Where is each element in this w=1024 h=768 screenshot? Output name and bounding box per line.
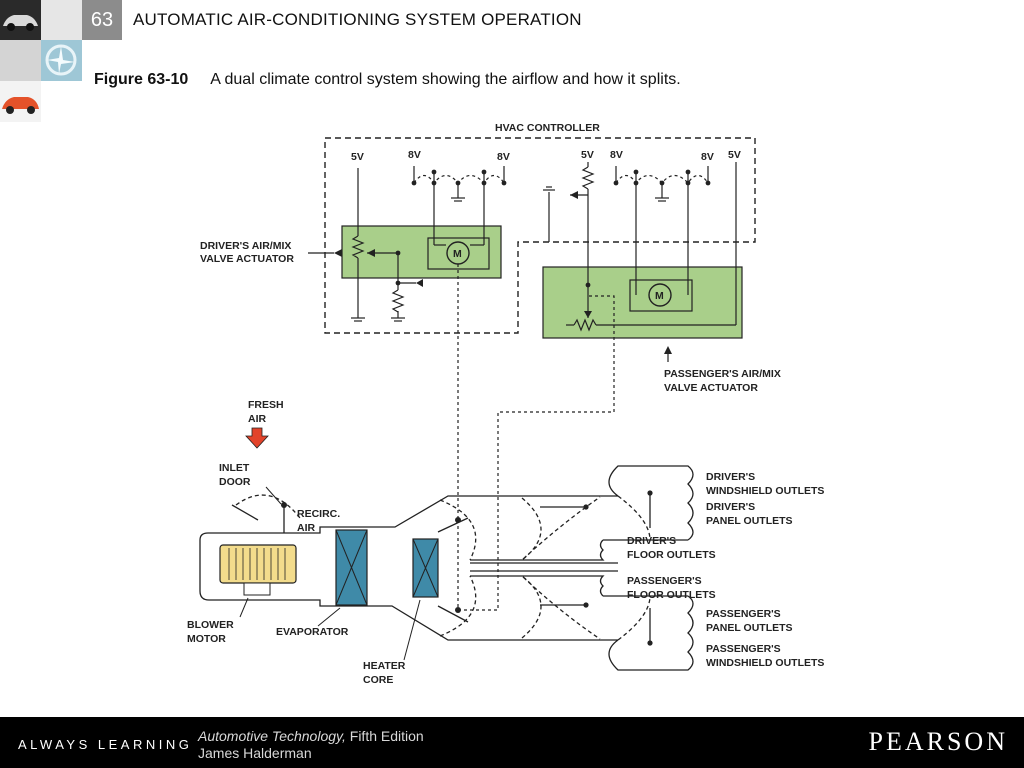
passenger-actuator-box [542, 266, 743, 339]
thumbnail-blank [0, 40, 41, 81]
figure-caption-text: A dual climate control system showing th… [210, 71, 681, 88]
page-title: AUTOMATIC AIR-CONDITIONING SYSTEM OPERAT… [133, 10, 582, 29]
thumbnail-blank [41, 0, 82, 40]
heater-core-label: CORE [363, 674, 393, 686]
outlet-label: PASSENGER'S [706, 643, 781, 655]
inlet-door-label: INLET [219, 462, 250, 474]
publisher-logo: PEARSON [868, 727, 1008, 756]
figure-label: Figure 63-10 [94, 71, 189, 88]
driver-actuator-label: VALVE ACTUATOR [200, 253, 294, 265]
outlet-label: DRIVER'S [706, 471, 755, 483]
outlet-label: WINDSHIELD OUTLETS [706, 657, 824, 669]
thumbnail-blank [41, 81, 82, 122]
book-title: Automotive Technology, [198, 728, 346, 744]
footer-bar: ALWAYS LEARNING Automotive Technology, F… [0, 717, 1024, 768]
voltage-label: 8V [701, 151, 714, 163]
outlet-label: DRIVER'S [706, 501, 755, 513]
duct-outline [199, 465, 694, 671]
passenger-actuator-label: VALVE ACTUATOR [664, 382, 758, 394]
fresh-air-arrow-icon [245, 427, 269, 449]
blower-motor-label: BLOWER [187, 619, 234, 631]
voltage-label: 8V [610, 149, 623, 161]
header-thumbnails [0, 0, 82, 122]
voltage-label: 5V [581, 149, 594, 161]
passenger-motor-icon [648, 283, 672, 307]
driver-actuator-label: DRIVER'S AIR/MIX [200, 240, 291, 252]
fan-thumbnail-icon [41, 40, 82, 81]
recirc-air-label: AIR [297, 522, 316, 534]
voltage-label: 8V [497, 151, 510, 163]
voltage-label: 8V [408, 149, 421, 161]
motor-label: M [655, 290, 664, 302]
inlet-door-label: DOOR [219, 476, 251, 488]
blower-motor-label: MOTOR [187, 633, 226, 645]
recirc-air-label: RECIRC. [297, 508, 340, 520]
outlet-label: FLOOR OUTLETS [627, 549, 716, 561]
outlet-label: DRIVER'S [627, 535, 676, 547]
footer-tagline: ALWAYS LEARNING [18, 737, 193, 752]
car-thumbnail-icon [0, 0, 41, 40]
outlet-label: FLOOR OUTLETS [627, 589, 716, 601]
voltage-label: 5V [351, 151, 364, 163]
heater-core-label: HEATER [363, 660, 406, 672]
driver-actuator-box [341, 225, 502, 279]
red-car-thumbnail-icon [0, 81, 41, 122]
book-author: James Halderman [198, 745, 312, 761]
passenger-motor-frame [629, 279, 693, 312]
outlet-label: PASSENGER'S [706, 608, 781, 620]
fresh-air-label: AIR [248, 413, 267, 425]
book-info: Automotive Technology, Fifth Edition Jam… [198, 728, 424, 762]
outlet-label: PANEL OUTLETS [706, 515, 793, 527]
voltage-label: 5V [728, 149, 741, 161]
book-edition: Fifth Edition [349, 728, 424, 744]
chapter-number-badge: 63 [82, 0, 122, 40]
outlet-label: PANEL OUTLETS [706, 622, 793, 634]
hvac-diagram: HVAC CONTROLLER 5V 8V 8V 5V 8V 8V 5V M M… [187, 122, 824, 686]
passenger-actuator-label: PASSENGER'S AIR/MIX [664, 368, 781, 380]
outlet-label: PASSENGER'S [627, 575, 702, 587]
fresh-air-label: FRESH [248, 399, 284, 411]
hvac-controller-boundary [324, 137, 756, 334]
hvac-controller-label: HVAC CONTROLLER [495, 122, 600, 134]
driver-motor-frame [427, 237, 490, 270]
outlet-label: WINDSHIELD OUTLETS [706, 485, 824, 497]
motor-label: M [453, 248, 462, 260]
evaporator-label: EVAPORATOR [276, 626, 349, 638]
figure-caption: Figure 63-10 A dual climate control syste… [94, 71, 681, 89]
